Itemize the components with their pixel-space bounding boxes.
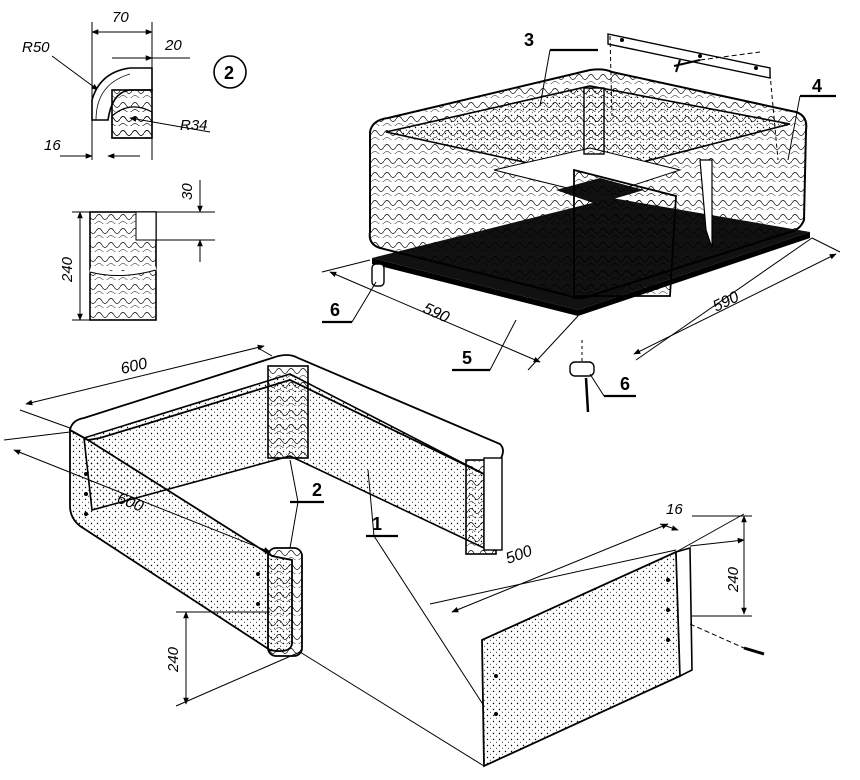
panel-length-label: 500: [504, 543, 535, 568]
outer-radius-label: R50: [22, 39, 50, 56]
foot-right: [569, 361, 595, 377]
corner-post-front: [267, 547, 303, 657]
callout-5: 5: [462, 348, 472, 368]
figure-number-circle: [213, 55, 247, 89]
board-section-detail: 240 30: [59, 180, 215, 321]
profile-width-label: 70: [112, 9, 129, 26]
frame-height-label: 240: [165, 646, 182, 673]
cleat-strip: [607, 33, 771, 79]
inner-radius-label: R34: [180, 117, 208, 134]
panel-screw-icon: [743, 646, 765, 656]
profile-inner-label: 20: [164, 37, 182, 54]
board-height-label: 240: [59, 256, 76, 283]
callout-4: 4: [812, 76, 822, 96]
callout-1: 1: [372, 514, 382, 534]
panel-thickness-label: 16: [666, 501, 683, 518]
callout-2: 2: [312, 480, 322, 500]
groove-depth-label: 30: [179, 183, 196, 200]
callout-6a: 6: [330, 300, 340, 320]
side-panel: [481, 546, 765, 768]
callout-3: 3: [524, 30, 534, 50]
figure-number: 2: [224, 63, 234, 83]
corner-post-back: [267, 365, 309, 459]
assembled-unit: [368, 33, 810, 413]
frame-dimensions: 600 600 240 500 16 240: [3, 344, 752, 767]
callout-6b: 6: [620, 374, 630, 394]
panel-height-label: 240: [725, 566, 742, 593]
assembled-width-label: 590: [710, 289, 742, 316]
foot-left: [371, 263, 385, 287]
callouts: 3 4 5 6 6 2 1: [289, 30, 836, 707]
frame-length-label: 600: [119, 355, 149, 378]
screw-icon: [673, 59, 701, 73]
corner-profile-detail: 70 20 R50 R34 16 2: [22, 9, 247, 160]
profile-thickness-label: 16: [44, 137, 61, 154]
